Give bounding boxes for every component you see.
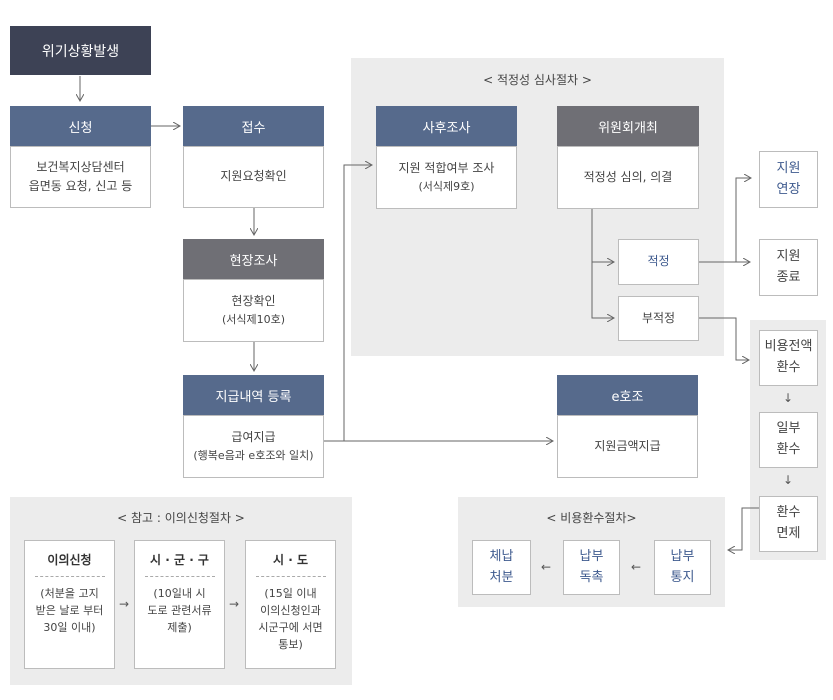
ehojo-line1: 지원금액지급 <box>594 438 661 453</box>
default-disposition-box: 체납 처분 <box>472 540 531 595</box>
receive-line1: 지원요청확인 <box>220 169 287 184</box>
start-box: 위기상황발생 <box>10 26 151 75</box>
register-line2: (행복e음과 e호조와 일치) <box>193 449 314 463</box>
apply-line1: 보건복지상담센터 <box>36 159 125 174</box>
recovery-panel-title: < 비용환수절차> <box>546 511 637 525</box>
post-survey-body: 지원 적합여부 조사 (서식제9호) <box>376 146 517 209</box>
reference-arrow-2: → <box>228 597 240 611</box>
register-body: 급여지급 (행복e음과 e호조와 일치) <box>183 415 324 478</box>
ehojo-body: 지원금액지급 <box>557 415 698 478</box>
ehojo-header: e호조 <box>557 375 698 415</box>
objection-box: 이의신청 (처분을 고지 받은 날로 부터 30일 이내) <box>24 540 115 669</box>
field-header: 현장조사 <box>183 239 324 279</box>
proper-box: 적정 <box>618 239 699 285</box>
reference-panel-title: < 참고 : 이의신청절차 > <box>117 511 245 525</box>
apply-header: 신청 <box>10 106 151 146</box>
register-header: 지급내역 등록 <box>183 375 324 415</box>
committee-line1: 적정성 심의, 의결 <box>583 169 673 184</box>
extend-box: 지원 연장 <box>759 151 818 208</box>
down-arrow-2: ↓ <box>782 473 794 487</box>
receive-body: 지원요청확인 <box>183 146 324 208</box>
field-body: 현장확인 (서식제10호) <box>183 279 324 342</box>
register-line1: 급여지급 <box>231 430 276 445</box>
field-line2: (서식제10호) <box>221 313 286 327</box>
committee-header: 위원회개최 <box>557 106 699 146</box>
improper-box: 부적정 <box>618 296 699 341</box>
partial-recovery-box: 일부 환수 <box>759 412 818 468</box>
recovery-arrow-1: ← <box>630 560 642 574</box>
waive-recovery-box: 환수 면제 <box>759 496 818 552</box>
committee-body: 적정성 심의, 의결 <box>557 146 699 209</box>
province-body: (15일 이내 이의신청인과 시군구에 서면 통보) <box>258 586 323 651</box>
city-county-head: 시 · 군 · 구 <box>150 553 209 567</box>
objection-head: 이의신청 <box>47 553 92 567</box>
down-arrow-1: ↓ <box>782 391 794 405</box>
province-box: 시 · 도 (15일 이내 이의신청인과 시군구에 서면 통보) <box>245 540 336 669</box>
payment-demand-box: 납부 독촉 <box>563 540 620 595</box>
objection-body: (처분을 고지 받은 날로 부터 30일 이내) <box>35 586 104 634</box>
province-divider <box>255 575 326 577</box>
post-survey-line1: 지원 적합여부 조사 <box>398 161 495 176</box>
city-county-divider <box>144 575 215 577</box>
receive-header: 접수 <box>183 106 324 146</box>
reference-arrow-1: → <box>118 597 130 611</box>
city-county-box: 시 · 군 · 구 (10일내 시 도로 관련서류 제출) <box>134 540 225 669</box>
payment-notice-box: 납부 통지 <box>654 540 711 595</box>
field-line1: 현장확인 <box>231 294 276 309</box>
apply-line2: 읍면동 요청, 신고 등 <box>28 179 133 193</box>
recovery-arrow-2: ← <box>540 560 552 574</box>
review-panel-title: < 적정성 심사절차 > <box>483 73 592 87</box>
post-survey-header: 사후조사 <box>376 106 517 146</box>
full-recovery-box: 비용전액 환수 <box>759 330 818 386</box>
city-county-body: (10일내 시 도로 관련서류 제출) <box>147 586 212 634</box>
province-head: 시 · 도 <box>273 553 308 567</box>
post-survey-line2: (서식제9호) <box>418 180 475 194</box>
objection-divider <box>34 575 105 577</box>
end-box: 지원 종료 <box>759 239 818 296</box>
apply-body: 보건복지상담센터 읍면동 요청, 신고 등 <box>10 146 151 208</box>
